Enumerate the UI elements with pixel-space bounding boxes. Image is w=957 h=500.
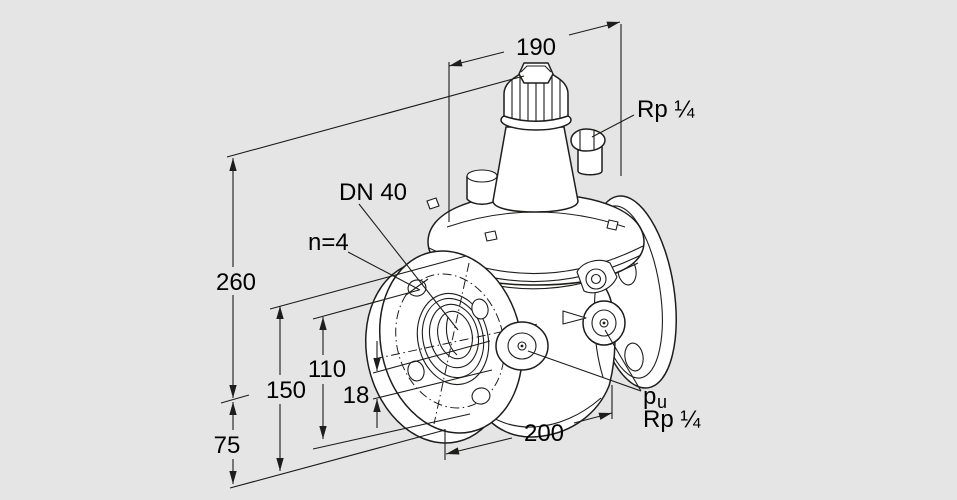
dim-200-label: 200 [524,420,564,447]
outlet-bolt-hole [624,342,644,372]
housing-clamp-tab [484,230,498,242]
dimension-18: 18 [343,340,493,428]
callout-bolt-count: n=4 [308,229,429,296]
test-points [495,259,626,371]
label-rp-quarter-bottom: Rp ¼ [643,406,701,433]
flow-direction-arrow [562,310,587,325]
bolt-hole [471,387,491,405]
dim-75-label: 75 [214,432,241,459]
dimension-260: 260 [216,75,525,404]
bolt-circle [395,273,505,409]
dimension-150: 150 [266,255,467,471]
label-dn40: DN 40 [339,179,407,206]
upper-test-screw [585,268,607,290]
impulse-port [466,169,498,205]
label-pu-base: p [643,383,656,410]
dim-260-label: 260 [216,269,256,296]
dim-190-label: 190 [516,34,556,61]
callout-rp-quarter-top: Rp ¼ [591,96,695,138]
bolt-hole [471,298,489,320]
label-rp-quarter-top: Rp ¼ [637,96,695,123]
label-pu-sub: u [657,392,667,412]
dimension-190: 190 [448,21,622,222]
dimension-200: 200 [444,385,613,460]
housing-clamp-tab [606,219,619,231]
spring-tower [492,126,579,213]
callout-pu: p u Rp ¼ [527,329,701,433]
dim-110-label: 110 [308,356,346,383]
inlet-flange [364,250,539,444]
dimension-110: 110 [308,289,471,450]
dim-18-label: 18 [343,382,370,409]
label-n4: n=4 [308,229,349,256]
cap-hex-nut [518,62,554,84]
dim-150-label: 150 [266,377,306,404]
dimension-75: 75 [214,402,446,489]
vent-plug [570,128,606,176]
bolt-hole [407,360,425,382]
adjustment-cap [500,62,572,131]
callout-dn40: DN 40 [339,179,459,331]
flange-centerline [373,323,539,360]
housing-clamp-tab [426,197,440,210]
